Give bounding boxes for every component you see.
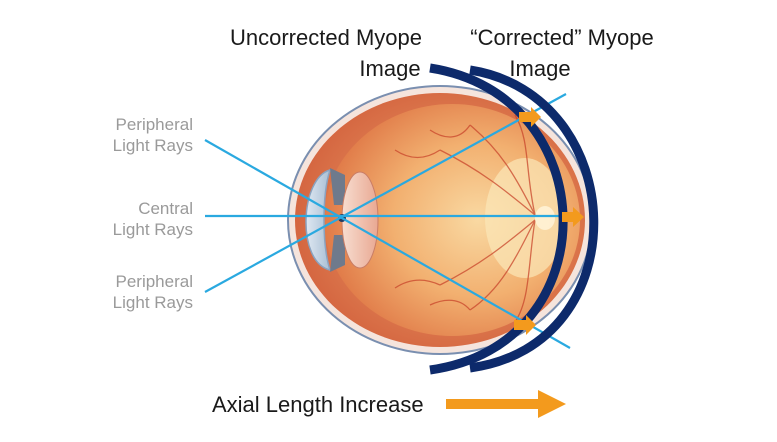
label-peripheral-bottom-line1: Peripheral <box>116 272 194 291</box>
optic-disc <box>535 206 555 230</box>
cornea <box>305 168 332 272</box>
ray-peripheral-bottom <box>204 93 567 293</box>
arrow-bottom <box>514 315 536 335</box>
label-corrected-line1: “Corrected” Myope <box>470 25 653 50</box>
label-peripheral-bottom-line2: Light Rays <box>113 293 193 312</box>
light-rays <box>204 93 580 349</box>
iris-top <box>330 168 345 205</box>
label-corrected-line2: Image <box>509 56 570 81</box>
anterior-eye <box>305 168 379 272</box>
label-axial-length: Axial Length Increase <box>212 392 424 417</box>
blood-vessels <box>394 114 536 323</box>
label-peripheral-top-line2: Light Rays <box>113 136 193 155</box>
label-central-line2: Light Rays <box>113 220 193 239</box>
ray-peripheral-top <box>204 139 571 349</box>
fovea-glow <box>485 158 565 278</box>
eyeball <box>287 85 593 355</box>
arrow-middle <box>562 207 584 227</box>
label-uncorrected-line1: Uncorrected Myope <box>230 25 422 50</box>
axial-arrow <box>446 390 566 418</box>
arrow-top <box>519 107 541 127</box>
iris-bottom <box>330 235 345 272</box>
image-shift-arrows <box>514 107 584 335</box>
label-uncorrected-line2: Image <box>359 56 420 81</box>
corrected-image-shell <box>469 65 599 373</box>
label-peripheral-top-line1: Peripheral <box>116 115 194 134</box>
label-central-line1: Central <box>138 199 193 218</box>
